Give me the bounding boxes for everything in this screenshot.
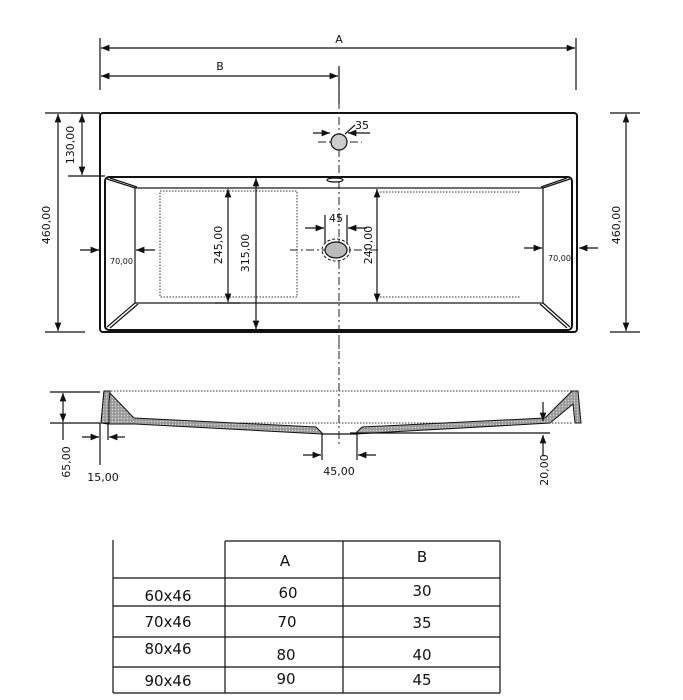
dim-depth-left: 460,00 <box>40 112 100 333</box>
svg-text:70: 70 <box>277 613 296 631</box>
dim-side-wall-left: 70,00 <box>80 246 155 266</box>
dim-right-floor-depth: 240,00 <box>362 189 381 302</box>
tap-hole-icon <box>330 133 348 151</box>
svg-text:60x46: 60x46 <box>144 587 191 605</box>
dim-a-label: A <box>335 33 343 46</box>
dim-b-label: B <box>216 60 224 73</box>
svg-text:90x46: 90x46 <box>144 672 191 690</box>
dim-floor-depth: 245,00 <box>212 189 240 304</box>
dim-floor-drop: 20,00 <box>538 402 551 486</box>
basin-section-view <box>100 335 582 445</box>
dim-back-ledge: 130,00 <box>64 112 105 177</box>
dimension-b: B <box>101 60 340 104</box>
basin-top-view <box>99 85 578 350</box>
svg-text:45,00: 45,00 <box>323 465 355 478</box>
table-row: 80x46 80 40 <box>144 640 431 664</box>
svg-text:240,00: 240,00 <box>362 226 375 265</box>
svg-text:80x46: 80x46 <box>144 640 191 658</box>
dim-wall-thickness: 15,00 <box>82 423 125 484</box>
svg-text:80: 80 <box>276 646 295 664</box>
svg-text:35: 35 <box>412 614 431 632</box>
table-row: 60x46 60 30 <box>144 582 431 605</box>
svg-text:15,00: 15,00 <box>87 471 119 484</box>
table-row: 90x46 90 45 <box>144 670 431 690</box>
svg-text:315,00: 315,00 <box>239 234 252 273</box>
tap-hole-diameter: 35 <box>355 119 369 132</box>
table-header-b: B <box>417 548 427 566</box>
svg-text:70,00: 70,00 <box>548 254 571 263</box>
svg-text:460,00: 460,00 <box>40 206 53 245</box>
svg-text:60: 60 <box>278 584 297 602</box>
svg-text:40: 40 <box>412 646 431 664</box>
size-table: A B 60x46 60 30 70x46 70 35 80x46 80 40 … <box>112 540 501 694</box>
svg-text:90: 90 <box>276 670 295 688</box>
tap-hole: 35 <box>313 119 370 151</box>
dim-side-wall-right: 70,00 <box>524 238 598 276</box>
svg-text:70x46: 70x46 <box>144 613 191 631</box>
svg-text:30: 30 <box>412 582 431 600</box>
overflow-slot <box>326 177 344 183</box>
dim-section-height: 65,00 <box>50 391 100 478</box>
svg-text:130,00: 130,00 <box>64 126 77 165</box>
dim-depth-right: 460,00 <box>610 112 640 333</box>
drain-icon <box>324 241 348 259</box>
drain-diameter: 45 <box>329 212 343 225</box>
dim-drain-width: 45,00 <box>303 434 376 478</box>
dimension-a: A <box>99 33 577 90</box>
table-header-a: A <box>280 552 291 570</box>
dim-bowl-depth: 315,00 <box>239 178 260 329</box>
drain: 45 <box>305 212 367 262</box>
svg-text:245,00: 245,00 <box>212 226 225 265</box>
table-row: 70x46 70 35 <box>144 613 431 632</box>
svg-text:45: 45 <box>412 671 431 689</box>
svg-text:65,00: 65,00 <box>60 446 73 478</box>
svg-text:20,00: 20,00 <box>538 454 551 486</box>
svg-text:70,00: 70,00 <box>110 257 133 266</box>
svg-text:460,00: 460,00 <box>610 206 623 245</box>
